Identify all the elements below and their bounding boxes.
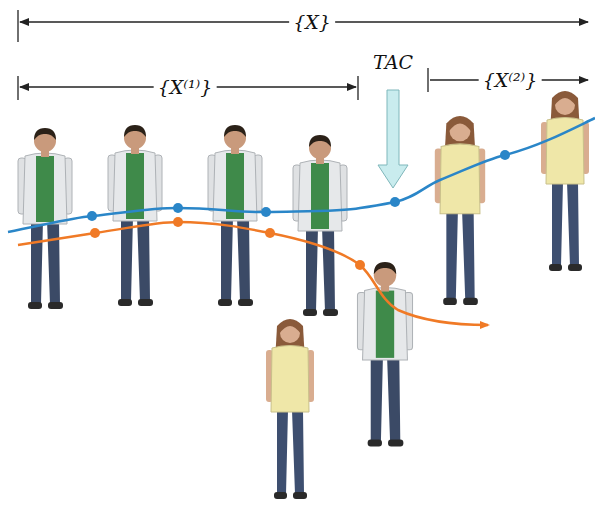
range-label: {X} [289, 12, 335, 33]
trajectory-orange [18, 222, 488, 325]
tac-label: TAC [369, 52, 417, 73]
trajectory-points [87, 150, 510, 221]
trajectory-points [90, 217, 365, 270]
range-label: {X⁽²⁾} [479, 70, 542, 91]
tac-arrow [378, 90, 408, 188]
range-bracket [18, 10, 588, 100]
range-label: {X⁽¹⁾} [154, 77, 217, 98]
trajectory-blue [8, 118, 595, 232]
people [18, 91, 589, 499]
